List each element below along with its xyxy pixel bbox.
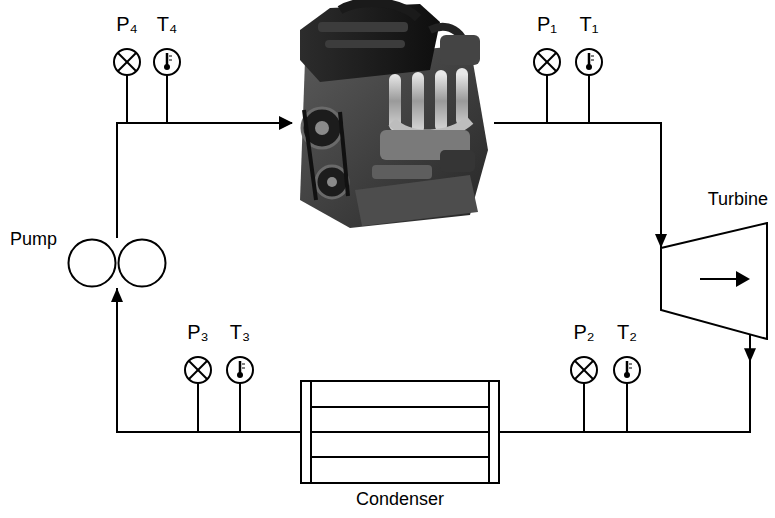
gauge-label: P₂ <box>573 320 594 344</box>
gauge-label: P₄ <box>116 12 138 36</box>
gauge-label: T₃ <box>230 320 250 344</box>
condenser-body <box>300 380 500 484</box>
engine-illustration <box>279 0 494 232</box>
node-label: Turbine <box>708 188 768 210</box>
gauge-label: P₁ <box>537 12 557 36</box>
turbine-symbol: Turbine <box>656 186 772 346</box>
turbine-outline <box>660 222 768 340</box>
gauge-label: T₂ <box>617 320 637 344</box>
pump-circles <box>67 238 167 288</box>
pump-symbol: Pump <box>8 226 168 288</box>
pipe-connector <box>111 288 300 432</box>
gauge-label: T₄ <box>157 12 177 36</box>
gauge-label: P₃ <box>187 320 208 344</box>
pipe-connector <box>500 334 756 432</box>
node-label: Pump <box>10 228 57 250</box>
node-label: Condenser <box>356 488 444 510</box>
condenser-outline <box>300 380 500 484</box>
gauge-symbols <box>114 49 640 432</box>
gauge-label: T₁ <box>580 12 599 36</box>
condenser-box: Condenser <box>296 376 504 514</box>
